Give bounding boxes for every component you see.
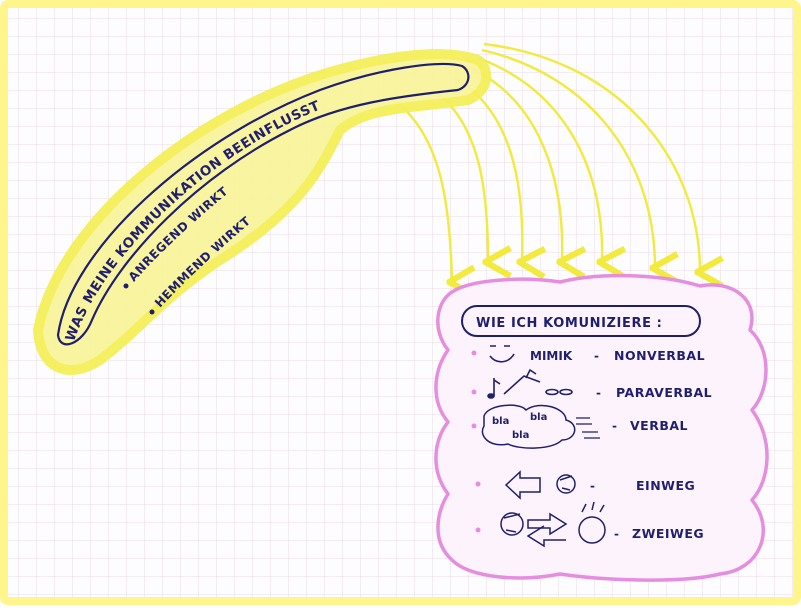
category-paraverbal: PARAVERBAL bbox=[616, 385, 712, 400]
two-way-arrows-icon bbox=[500, 501, 606, 548]
dash: - bbox=[596, 386, 601, 400]
bullet-dot bbox=[471, 423, 477, 429]
bullet-dot bbox=[123, 283, 129, 289]
item-label-mimik: MIMIK bbox=[530, 349, 573, 363]
one-way-arrow-icon bbox=[504, 470, 576, 500]
right-cloud: WIE ICH KOMUNIZIERE : MIMIK - NONVERBAL … bbox=[434, 273, 769, 582]
music-notes-icon bbox=[487, 368, 573, 399]
connector-arrow bbox=[399, 104, 452, 282]
category-nonverbal: NONVERBAL bbox=[614, 348, 705, 363]
connector-arrow bbox=[481, 48, 655, 268]
cloud-outline bbox=[434, 273, 769, 582]
bubble-word: bla bbox=[512, 430, 529, 441]
connector-arrow bbox=[477, 56, 602, 262]
connector-arrow bbox=[469, 66, 562, 262]
dash: - bbox=[612, 419, 617, 433]
connector-arrows bbox=[399, 42, 700, 282]
category-zweiweg: ZWEIWEG bbox=[632, 526, 704, 541]
speech-bubble-icon: bla bla bla bbox=[481, 404, 600, 449]
bubble-word: bla bbox=[530, 412, 547, 423]
dash: - bbox=[590, 479, 595, 493]
dash: - bbox=[614, 527, 619, 541]
bullet-dot bbox=[475, 481, 481, 487]
category-einweg: EINWEG bbox=[636, 478, 695, 493]
bullet-dot bbox=[149, 309, 155, 315]
dash: - bbox=[594, 349, 599, 363]
title-capsule bbox=[56, 62, 470, 346]
bullet-dot bbox=[471, 350, 477, 356]
bubble-word: bla bbox=[492, 416, 509, 427]
cloud-title-capsule bbox=[461, 305, 701, 337]
cloud-title: WIE ICH KOMUNIZIERE : bbox=[476, 316, 662, 331]
bullet-dot bbox=[471, 389, 477, 395]
yellow-highlight bbox=[33, 49, 492, 375]
bullet-dot bbox=[475, 527, 481, 533]
connector-arrow bbox=[483, 42, 700, 272]
connector-arrow bbox=[439, 94, 488, 262]
smiley-face-icon bbox=[489, 345, 515, 363]
category-verbal: VERBAL bbox=[630, 418, 688, 433]
